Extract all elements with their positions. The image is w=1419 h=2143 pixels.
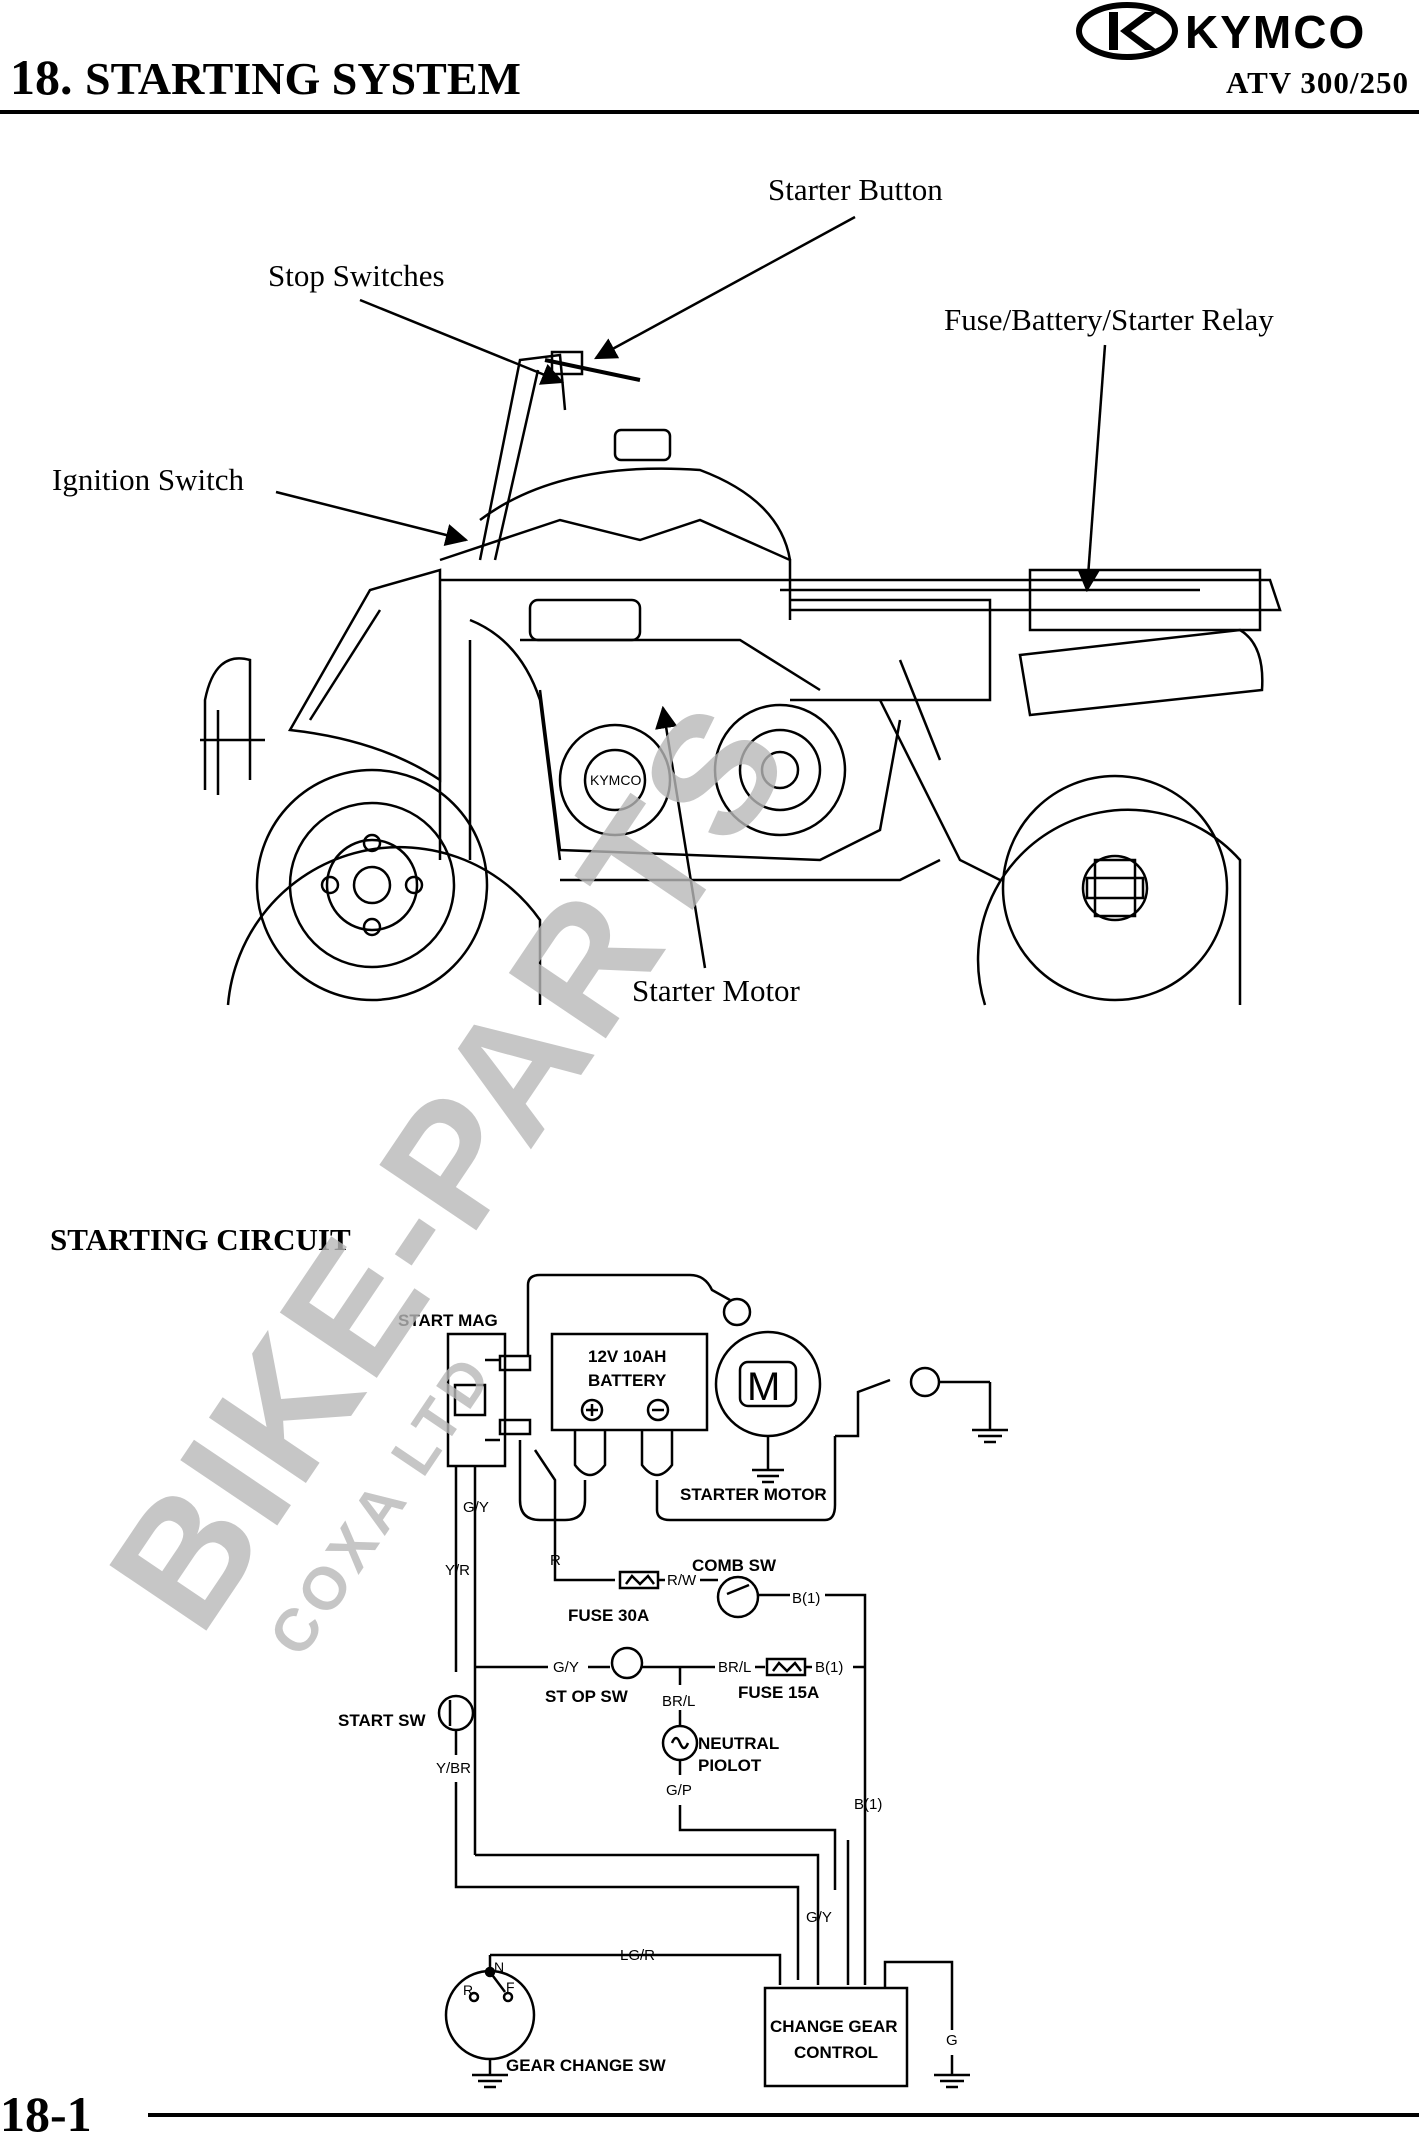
- chapter-number: 18.: [10, 49, 73, 105]
- callout-starter-button: Starter Button: [768, 172, 943, 207]
- wire-label-g-y-top: G/Y: [463, 1499, 489, 1516]
- label-comb-sw: COMB SW: [692, 1556, 777, 1575]
- engine: KYMCO: [469, 598, 941, 882]
- chapter-title: STARTING SYSTEM: [85, 53, 521, 104]
- battery-negative-terminal: [646, 1398, 670, 1422]
- label-fuse-15a: FUSE 15A: [738, 1683, 819, 1702]
- stop-switch: [610, 1646, 644, 1680]
- change-gear-control-box: [763, 1986, 909, 2088]
- label-control: CONTROL: [794, 2043, 878, 2062]
- front-wheel: [226, 768, 542, 1006]
- label-start-sw: START SW: [338, 1711, 426, 1730]
- fuel-cap: [613, 428, 672, 462]
- callout-stop-switches: Stop Switches: [268, 258, 445, 293]
- callout-fuse-battery-relay: Fuse/Battery/Starter Relay: [944, 302, 1274, 337]
- wire-label-g: G: [946, 2032, 958, 2049]
- wire-label-g-p: G/P: [666, 1782, 692, 1799]
- section-title: STARTING CIRCUIT: [50, 1222, 351, 1257]
- start-switch: [437, 1694, 475, 1732]
- rear-swingarm: [878, 699, 1001, 882]
- wire-label-b1-v: B(1): [854, 1796, 882, 1813]
- label-neutral: NEUTRAL: [698, 1734, 779, 1753]
- wire-r: [533, 1449, 615, 1582]
- label-st-op-sw: ST OP SW: [545, 1687, 629, 1706]
- wire-g-y-low: [475, 1853, 820, 1985]
- label-battery: BATTERY: [588, 1371, 667, 1390]
- wire-label-y-r: Y/R: [445, 1562, 470, 1579]
- header-rule: [0, 110, 1419, 114]
- label-pilot: PIOLOT: [698, 1756, 762, 1775]
- muffler: [1018, 628, 1264, 717]
- battery: [550, 1332, 709, 1432]
- kymco-logo: KYMCO: [1076, 2, 1366, 60]
- main-frame: [440, 578, 1282, 612]
- wire-g-p: [678, 1805, 837, 1890]
- pointer-starter-button: [594, 215, 856, 360]
- wire-b1: [825, 1593, 867, 1890]
- label-gear-n: N: [494, 1959, 504, 1975]
- wire-label-r-w: R/W: [667, 1572, 697, 1589]
- rear-wheel: [976, 774, 1242, 1006]
- pointer-ignition-switch: [275, 490, 469, 546]
- callout-starter-motor: Starter Motor: [632, 973, 800, 1008]
- wire-label-br-l-v: BR/L: [662, 1693, 695, 1710]
- front-fender: [287, 568, 442, 783]
- wire-label-lg-r: LG/R: [620, 1947, 655, 1964]
- label-gear-f: F: [506, 1979, 515, 1995]
- wire-label-g-y-low: G/Y: [806, 1909, 832, 1926]
- label-change-gear: CHANGE GEAR: [770, 2017, 898, 2036]
- pointer-fuse-battery-relay: [1077, 344, 1107, 593]
- label-fuse-30a: FUSE 30A: [568, 1606, 649, 1625]
- steering-column: [478, 353, 567, 561]
- fuel-tank: [439, 518, 792, 620]
- wire-label-b1-top: B(1): [792, 1590, 820, 1607]
- chapter-heading: 18. STARTING SYSTEM: [10, 48, 521, 106]
- start-mag-relay: [446, 1332, 532, 1468]
- label-battery-rating: 12V 10AH: [588, 1347, 666, 1366]
- wire-lg-r: [490, 1953, 782, 1985]
- brand-name: KYMCO: [1185, 6, 1366, 58]
- label-motor-symbol: M: [747, 1365, 780, 1409]
- model-name: ATV 300/250: [1226, 65, 1409, 100]
- atv-illustration: KYMCO: [200, 215, 1282, 1006]
- engine-badge: KYMCO: [590, 772, 641, 788]
- footer-rule: [148, 2113, 1419, 2117]
- rear-rack: [1028, 568, 1262, 632]
- wire-label-br-l-h: BR/L: [718, 1659, 751, 1676]
- pointer-stop-switches: [359, 298, 565, 385]
- wire-label-r: R: [550, 1552, 561, 1569]
- front-bumper: [200, 657, 265, 795]
- callout-ignition-switch: Ignition Switch: [52, 462, 245, 497]
- wire-label-g-y-mid: G/Y: [553, 1659, 579, 1676]
- battery-positive-terminal: [580, 1398, 604, 1422]
- label-starter-motor: STARTER MOTOR: [680, 1485, 827, 1504]
- wire-y-br: [454, 1782, 800, 1980]
- label-start-mag: START MAG: [398, 1311, 498, 1330]
- wire-label-y-br: Y/BR: [436, 1760, 471, 1777]
- battery-cable: [526, 1273, 731, 1356]
- starting-circuit-diagram: START MAG 12V 10AH BATTERY M STARTER MOT…: [338, 1273, 1008, 2089]
- comb-switch: [716, 1575, 760, 1619]
- gear-change-switch: [444, 1969, 536, 2061]
- label-gear-change-sw: GEAR CHANGE SW: [506, 2056, 667, 2075]
- pointer-starter-motor: [655, 705, 707, 969]
- page-number: 18-1: [0, 2086, 92, 2142]
- handlebar: [544, 358, 641, 382]
- label-gear-r: R: [463, 1982, 473, 1998]
- wire-label-b1-mid: B(1): [815, 1659, 843, 1676]
